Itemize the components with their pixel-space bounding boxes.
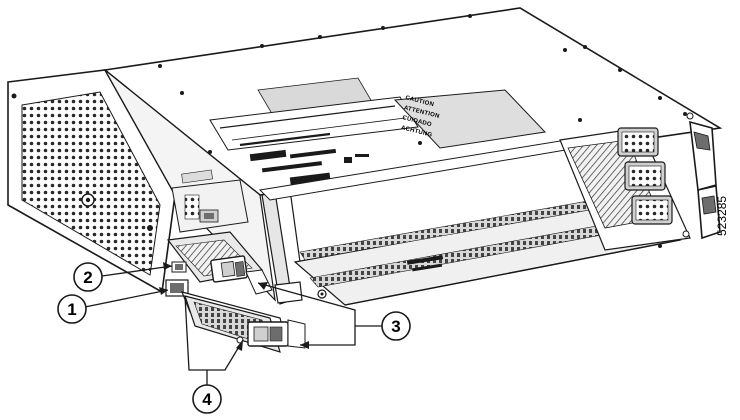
chassis-right-side	[559, 112, 721, 251]
callout-4-number: 4	[202, 390, 212, 409]
callout-4: 4	[192, 384, 222, 414]
right-handles	[658, 112, 721, 248]
callout-3: 3	[381, 311, 411, 341]
cover-screws	[158, 14, 687, 154]
product-label	[209, 96, 419, 151]
fan-module-stack	[617, 127, 673, 225]
callout-1-number: 1	[67, 300, 76, 319]
left-screw-bottom	[147, 225, 153, 231]
front-io-panel	[171, 169, 249, 233]
line-card-lower	[184, 295, 306, 353]
regulatory-labels	[249, 148, 369, 186]
front-mounting-bracket	[274, 281, 327, 304]
vent-grille	[21, 91, 161, 276]
figure-number: 523285	[715, 196, 729, 236]
io-label	[181, 169, 213, 184]
callout-2: 2	[73, 262, 103, 292]
callout-1: 1	[57, 294, 87, 324]
left-screw-top	[11, 93, 17, 99]
caution-label-panel	[393, 89, 547, 149]
callout-2-number: 2	[83, 268, 92, 287]
chassis-left-side	[7, 69, 176, 294]
floor-barcode	[406, 255, 444, 272]
callout-arrowheads	[159, 262, 309, 351]
callout-leaders	[84, 265, 382, 385]
sfp-cage-upper	[166, 231, 273, 295]
callout-3-number: 3	[391, 317, 400, 336]
